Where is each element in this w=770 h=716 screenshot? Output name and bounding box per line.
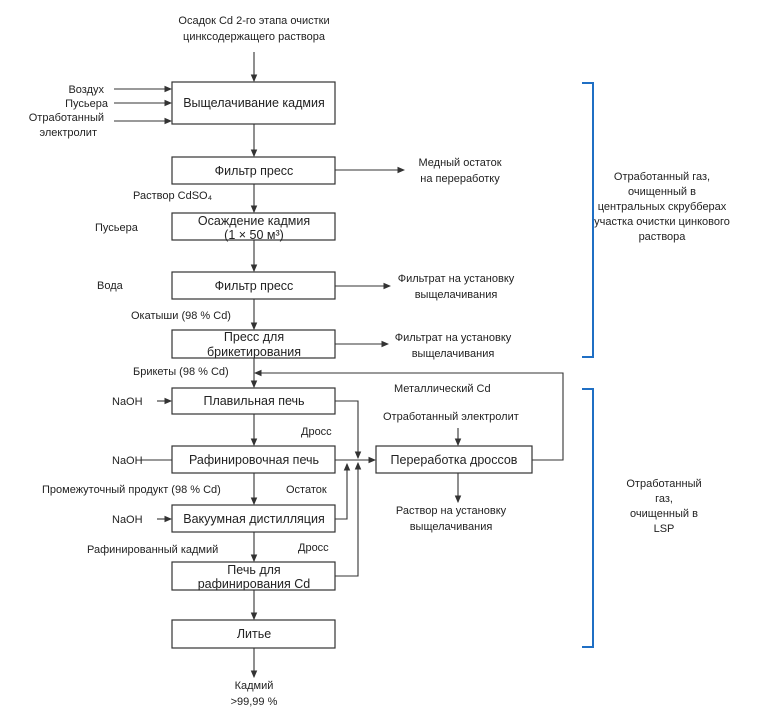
bracket-lower (582, 388, 594, 648)
dross-line-melting (335, 400, 362, 460)
gas-lower: LSP (654, 523, 675, 535)
label-naoh-1: NaOH (112, 396, 143, 408)
label-naoh-2: NaOH (112, 455, 143, 467)
output-filtrate-1: выщелачивания (415, 289, 498, 301)
gas-upper: очищенный в (628, 186, 696, 198)
box-press-label: брикетирования (207, 345, 301, 359)
output-solution: выщелачивания (410, 521, 493, 533)
label-dross-1: Дросс (301, 426, 332, 438)
output-solution: Раствор на установку (396, 505, 507, 517)
dross-line-furnace (335, 461, 362, 577)
label-intermediate: Промежуточный продукт (98 % Cd) (42, 484, 221, 496)
label-water: Вода (97, 280, 124, 292)
gas-upper: участка очистки цинкового (594, 216, 730, 228)
output-product: Кадмий (235, 680, 274, 692)
output-product: >99,99 % (231, 696, 278, 708)
box-filter-2-label: Фильтр пресс (215, 279, 294, 293)
label-dross-2: Дросс (298, 542, 329, 554)
gas-upper: центральных скрубберах (598, 201, 727, 213)
output-copper: на переработку (420, 173, 500, 185)
label-cdso4: Раствор CdSO₄ (133, 190, 213, 202)
label-naoh-3: NaOH (112, 514, 143, 526)
output-copper: Медный остаток (418, 157, 501, 169)
box-leach (171, 81, 336, 125)
box-filter-1-label: Фильтр пресс (215, 164, 294, 178)
box-vacuum (171, 504, 336, 533)
box-dross-processing-label: Переработка дроссов (391, 453, 518, 467)
input-electrolyte: Отработанный (29, 112, 104, 124)
gas-lower: Отработанный (626, 478, 701, 490)
bracket-upper (582, 82, 594, 358)
gas-lower: очищенный в (630, 508, 698, 520)
label-spent-electrolyte: Отработанный электролит (383, 411, 519, 423)
label-residue: Остаток (286, 484, 327, 496)
gas-lower: газ, (655, 493, 673, 505)
source-label: Осадок Cd 2-го этапа очистки (178, 15, 329, 27)
box-precipitation-label: Осаждение кадмия (198, 214, 310, 228)
box-casting-label: Литье (237, 627, 271, 641)
box-vacuum-label: Вакуумная дистилляция (183, 512, 324, 526)
box-cd-furnace-label: рафинирования Cd (198, 577, 311, 591)
box-refining-label: Рафинировочная печь (189, 453, 319, 467)
metallic-cd-return-line (253, 369, 564, 461)
box-casting (171, 619, 336, 649)
box-melting-label: Плавильная печь (203, 394, 304, 408)
box-precipitation-label: (1 × 50 м³) (224, 228, 284, 242)
output-filtrate-2: выщелачивания (412, 348, 495, 360)
label-pellets: Окатыши (98 % Cd) (131, 310, 231, 322)
gas-upper: Отработанный газ, (614, 171, 710, 183)
label-refined: Рафинированный кадмий (87, 544, 218, 556)
input-air: Воздух (68, 84, 104, 96)
box-precipitation (171, 212, 336, 241)
box-press-label: Пресс для (224, 330, 284, 344)
input-dust: Пусьера (65, 98, 109, 110)
output-filtrate-2: Фильтрат на установку (395, 332, 512, 344)
box-cd-furnace-label: Печь для (227, 563, 280, 577)
output-filtrate-1: Фильтрат на установку (398, 273, 515, 285)
residue-line-vacuum (335, 462, 351, 520)
box-dross-processing (375, 445, 533, 474)
box-press (171, 329, 336, 359)
label-dust: Пусьера (95, 222, 139, 234)
label-metallic-cd: Металлический Cd (394, 383, 491, 395)
label-briquettes: Брикеты (98 % Cd) (133, 366, 229, 378)
box-leach-label: Выщелачивание кадмия (183, 96, 325, 110)
gas-upper: раствора (639, 231, 687, 243)
input-electrolyte: электролит (40, 127, 97, 139)
source-label: цинксодержащего раствора (183, 31, 326, 43)
